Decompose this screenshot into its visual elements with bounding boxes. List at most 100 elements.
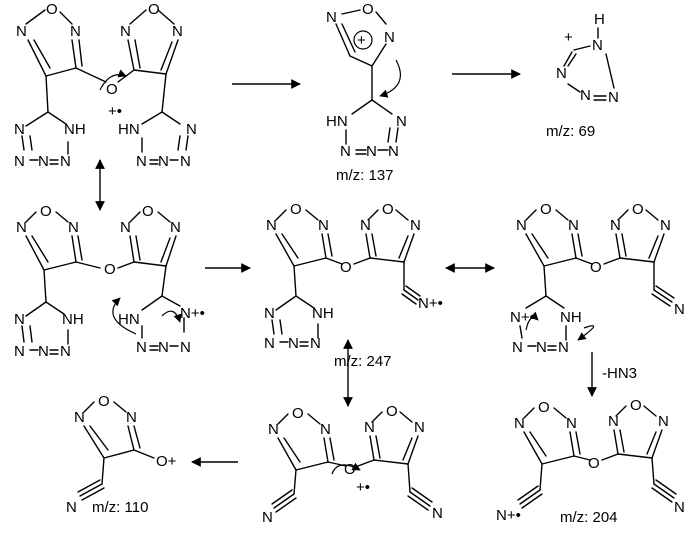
atom-n-radical-cation: N+• (510, 309, 535, 326)
atom-nh: NH (312, 305, 334, 322)
radical-cation-charge: +• (108, 103, 122, 120)
atom-o: O (142, 203, 154, 220)
atom-o: O (40, 203, 52, 220)
molecule-mz-69: H + N N N N (556, 11, 619, 106)
atom-n: N (558, 339, 569, 356)
mz-label-69: m/z: 69 (546, 123, 595, 140)
atom-n: N (170, 219, 181, 236)
mz-label-137: m/z: 137 (336, 167, 394, 184)
molecule-mz-247: O N N O O N N N+• N NH N N N (264, 201, 443, 352)
atom-nh: NH (64, 121, 86, 138)
cation-charge: + (357, 32, 366, 49)
atom-n: N (516, 217, 527, 234)
atom-n: N (384, 29, 395, 46)
atom-n: N (60, 343, 71, 360)
atom-n: N (264, 335, 275, 352)
radical-cation-charge: +• (356, 479, 370, 496)
atom-n: N (126, 409, 137, 426)
atom-n: N (360, 217, 371, 234)
molecule-dicyano-radical-cation: O N N O +• O N N N N (262, 403, 443, 526)
atom-bridging-o: O (344, 461, 356, 478)
molecule-parent-radical-cation: O N N O +• O N N N (14, 1, 197, 170)
cation-charge-circle (353, 30, 373, 50)
mz-label-204: m/z: 204 (560, 509, 618, 526)
atom-n: N (66, 499, 77, 516)
neutral-loss-label: -HN3 (602, 365, 637, 382)
tetrazole-ring-right (141, 111, 189, 165)
atom-n: N (366, 143, 377, 160)
atom-o: O (540, 201, 552, 218)
atom-n: N (74, 409, 85, 426)
atom-n: N (158, 153, 169, 170)
atom-n-radical-cation: N+• (496, 507, 521, 524)
molecule-tetrazole-radical-cation: O N N O O N N N NH N N N (14, 203, 205, 360)
atom-n: N (120, 219, 131, 236)
atom-nh: NH (560, 309, 582, 326)
atom-bridging-o: O (340, 259, 352, 276)
atom-n: N (388, 143, 399, 160)
atom-n-radical-cation: N+• (418, 295, 443, 312)
atom-n: N (658, 413, 669, 430)
atom-o: O (632, 201, 644, 218)
atom-n: N (660, 217, 671, 234)
atom-n: N (120, 23, 131, 40)
atom-o: O (382, 201, 394, 218)
atom-n: N (580, 87, 591, 104)
atom-n-radical-cation: N+• (180, 305, 205, 322)
atom-n: N (136, 153, 147, 170)
atom-n: N (326, 9, 337, 26)
atom-n: N (310, 335, 321, 352)
molecule-mz-110: O N N O+ N (66, 393, 177, 516)
atom-n: N (340, 143, 351, 160)
atom-n: N (556, 65, 567, 82)
atom-n: N (14, 343, 25, 360)
atom-n: N (68, 219, 79, 236)
atom-n: N (674, 301, 685, 318)
atom-n: N (266, 217, 277, 234)
cation-charge: + (564, 29, 573, 46)
atom-n: N (14, 153, 25, 170)
atom-n: N (16, 23, 27, 40)
atom-o: O (386, 403, 398, 420)
atom-n: N (414, 419, 425, 436)
molecule-mz-204: O N N O O N N N+• N (496, 397, 685, 524)
atom-n: N (136, 339, 147, 356)
atom-n: N (536, 339, 547, 356)
atom-n: N (610, 217, 621, 234)
atom-bridging-o: O (588, 455, 600, 472)
atom-n: N (16, 219, 27, 236)
atom-n: N (608, 413, 619, 430)
atom-n: N (14, 311, 25, 328)
atom-bridging-o: O (590, 259, 602, 276)
furazan-ring-right (127, 9, 179, 75)
atom-n: N (512, 339, 523, 356)
atom-n: N (432, 505, 443, 522)
atom-n: N (608, 89, 619, 106)
atom-o: O (538, 399, 550, 416)
atom-n: N (180, 153, 191, 170)
atom-hn: HN (326, 113, 348, 130)
atom-n: N (288, 335, 299, 352)
atom-o: O (630, 397, 642, 414)
atom-n: N (320, 421, 331, 438)
atom-o: O (290, 201, 302, 218)
atom-nh: NH (62, 311, 84, 328)
furazan-ring-left (25, 9, 83, 77)
atom-n: N (186, 121, 197, 138)
atom-n: N (410, 217, 421, 234)
mz-label-110: m/z: 110 (92, 499, 148, 516)
atom-o: O (362, 1, 374, 18)
atom-n: N (14, 121, 25, 138)
atom-n: N (60, 153, 71, 170)
atom-o: O (98, 393, 110, 410)
atom-n: N (396, 113, 407, 130)
atom-n: N (568, 217, 579, 234)
atom-n: N (364, 419, 375, 436)
atom-n: N (70, 23, 81, 40)
molecule-mz-137: N O N + HN N N N N (326, 1, 407, 160)
atom-n: N (514, 415, 525, 432)
atom-n: N (38, 343, 49, 360)
atom-n: N (180, 339, 191, 356)
atom-n: N (262, 509, 273, 526)
